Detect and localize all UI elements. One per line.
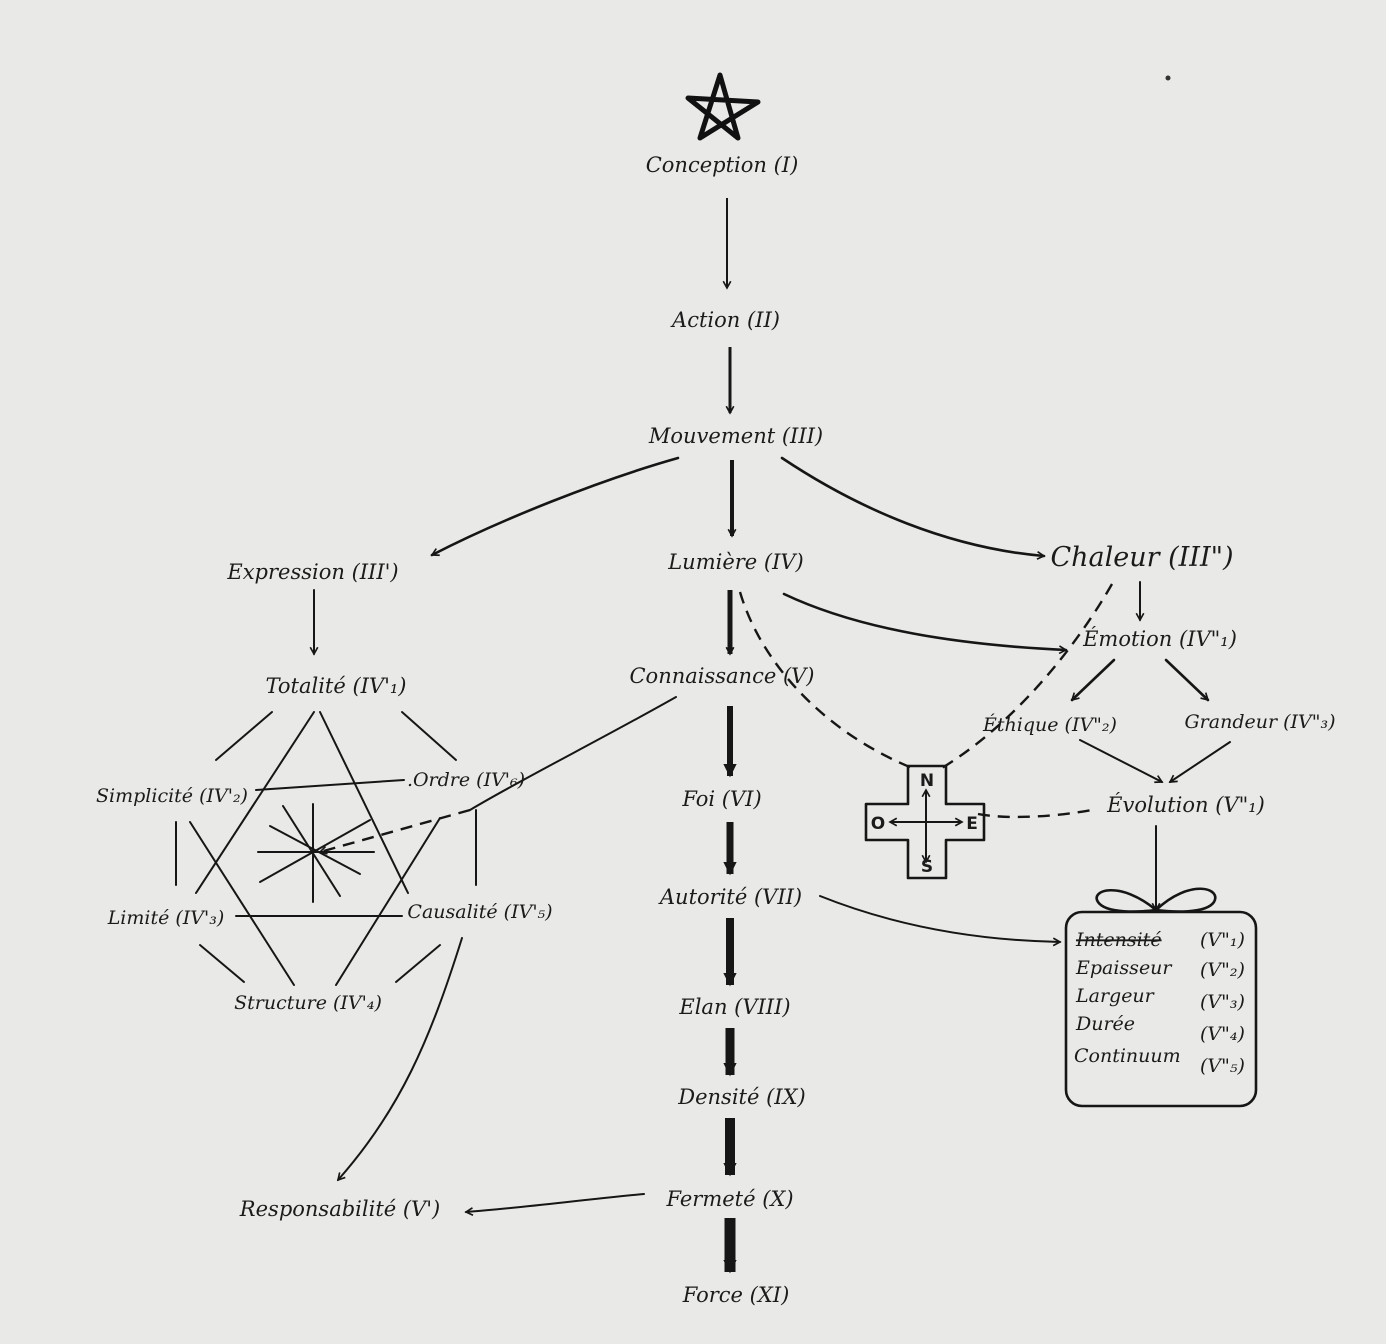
arrow-autorite-box [820, 896, 1060, 942]
box-row-5-num: (V"₅) [1200, 1055, 1245, 1077]
box-row-5-label: Continuum [1074, 1045, 1181, 1067]
box-row-2-num: (V"₂) [1200, 959, 1245, 981]
node-responsabilite: Responsabilité (V') [239, 1197, 440, 1221]
box-row-4-num: (V"₄) [1200, 1023, 1245, 1045]
arrow-mouvement-expression [432, 458, 678, 555]
dashed-chaleur-compass [942, 584, 1112, 768]
ink-dot [1166, 76, 1171, 81]
arrow-causalite-responsabilite [338, 938, 462, 1180]
node-lumiere: Lumière (IV) [667, 550, 804, 574]
node-force: Force (XI) [682, 1283, 790, 1307]
arrow-grandeur-evolution [1170, 742, 1230, 782]
node-conception: Conception (I) [646, 153, 799, 177]
arrow-fermete-responsabilite [466, 1194, 644, 1212]
node-simplicite: Simplicité (IV'₂) [96, 785, 248, 807]
box-row-2-label: Epaisseur [1075, 957, 1173, 979]
node-ethique: Éthique (IV"₂) [982, 713, 1117, 736]
node-action: Action (II) [670, 308, 780, 332]
node-chaleur: Chaleur (III") [1050, 542, 1233, 573]
compass-cross: N S E O [866, 766, 984, 878]
node-densite: Densité (IX) [677, 1085, 805, 1109]
arrow-ethique-evolution [1080, 740, 1162, 782]
compass-east: E [966, 814, 978, 834]
arrow-dashed-into-network [320, 810, 470, 852]
arrow-connaissance-network [470, 697, 676, 810]
pentagram-icon [688, 75, 758, 138]
node-totalite: Totalité (IV'₁) [266, 674, 407, 698]
node-emotion: Émotion (IV"₁) [1082, 627, 1237, 651]
box-row-4-label: Durée [1075, 1013, 1135, 1035]
arrow-mouvement-chaleur [782, 458, 1044, 556]
arrow-emotion-grandeur [1166, 660, 1208, 700]
arrow-emotion-ethique [1072, 660, 1114, 700]
arrow-lumiere-emotion [784, 594, 1066, 650]
central-arrows [727, 198, 732, 1272]
hexagon-network [176, 712, 476, 985]
node-autorite: Autorité (VII) [658, 885, 802, 909]
box-row-3-num: (V"₃) [1200, 991, 1245, 1013]
box-row-1-num: (V"₁) [1200, 929, 1245, 951]
node-grandeur: Grandeur (IV"₃) [1185, 711, 1336, 733]
node-foi: Foi (VI) [681, 787, 761, 811]
node-expression: Expression (III') [226, 560, 398, 584]
node-limite: Limité (IV'₃) [107, 907, 225, 929]
compass-north: N [920, 771, 934, 791]
node-fermete: Fermeté (X) [665, 1187, 793, 1211]
node-elan: Elan (VIII) [678, 995, 790, 1019]
node-evolution: Évolution (V"₁) [1106, 793, 1265, 817]
dimensions-box: Intensité (V"₁) Epaisseur (V"₂) Largeur … [1066, 912, 1256, 1106]
dashed-compass-evolution [978, 810, 1092, 817]
node-connaissance: Connaissance (V) [629, 664, 814, 688]
node-causalite: Causalité (IV'₅) [407, 901, 552, 923]
node-mouvement: Mouvement (III) [648, 424, 823, 448]
box-row-3-label: Largeur [1075, 985, 1156, 1007]
compass-west: O [871, 814, 885, 834]
node-structure: Structure (IV'₄) [234, 992, 382, 1014]
compass-south: S [921, 857, 933, 877]
box-row-1-label: Intensité [1075, 929, 1162, 951]
